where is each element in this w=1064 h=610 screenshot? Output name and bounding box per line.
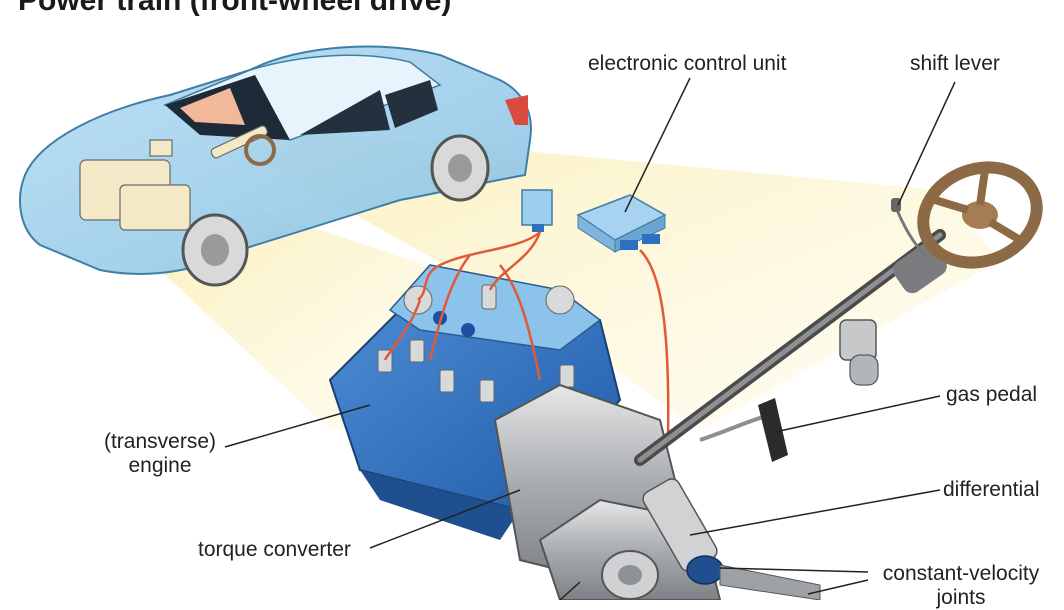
transaxle	[493, 383, 821, 601]
label-shift-lever: shift lever	[910, 52, 1000, 75]
label-gas-pedal: gas pedal	[946, 383, 1038, 406]
label-constant-velocity-joints: constant-velocity joints	[868, 562, 1054, 610]
label-engine-line2: engine	[128, 454, 192, 477]
label-torque-converter: torque converter	[198, 538, 351, 561]
label-electronic-control-unit: electronic control unit	[588, 52, 787, 75]
steering-assembly	[634, 161, 1043, 466]
leader-lines	[224, 77, 956, 601]
label-cv-line2: joints	[936, 586, 986, 609]
sensor-module	[521, 189, 553, 232]
car	[19, 45, 532, 287]
electronic-control-unit	[576, 194, 667, 253]
label-cv-line1: constant-velocity	[882, 562, 1040, 585]
label-differential: differential	[943, 478, 1040, 501]
diagram-title: Power train (front-wheel drive)	[18, 0, 452, 17]
wiring-harness	[383, 231, 670, 441]
label-transverse-engine: (transverse) engine	[95, 430, 225, 478]
highlight-cone-upper	[240, 130, 1000, 430]
cv-joint	[686, 555, 821, 601]
gas-pedal	[699, 398, 788, 462]
label-engine-line1: (transverse)	[103, 430, 217, 453]
